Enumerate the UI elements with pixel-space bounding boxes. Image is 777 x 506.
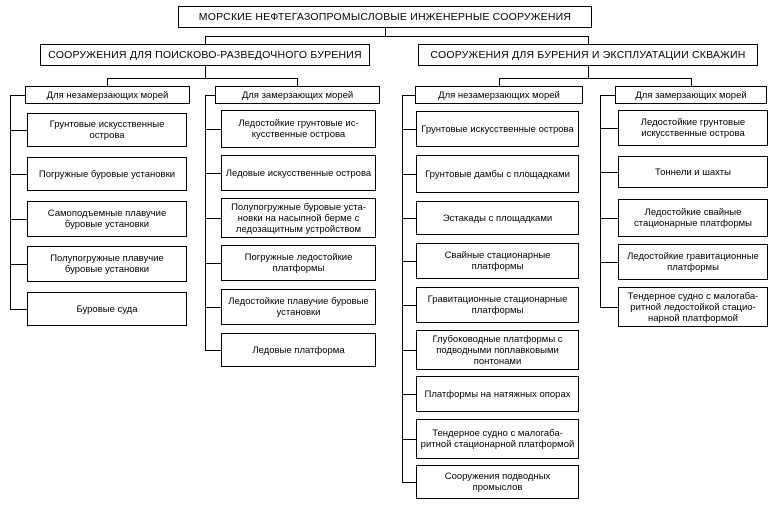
item-box: Ледостойкие гравитационные платформы bbox=[618, 244, 768, 280]
group-exploration-freezing: Для замерзающих морей bbox=[215, 86, 380, 104]
item-box: Погружные буровые установки bbox=[27, 157, 187, 191]
connector-line bbox=[205, 95, 215, 96]
connector-line bbox=[600, 128, 618, 129]
connector-line bbox=[588, 66, 589, 78]
connector-line bbox=[402, 350, 416, 351]
connector-line bbox=[600, 307, 618, 308]
connector-line bbox=[205, 263, 221, 264]
item-box: Погружные ледостойкие платформы bbox=[221, 245, 376, 281]
connector-line bbox=[10, 219, 27, 220]
branch-exploration-drilling: СООРУЖЕНИЯ ДЛЯ ПОИСКОВО-РАЗВЕДОЧНОГО БУР… bbox=[40, 44, 370, 66]
connector-line bbox=[385, 28, 386, 36]
item-box: Грунтовые искусственные острова bbox=[416, 111, 579, 147]
connector-line bbox=[10, 130, 27, 131]
item-box: Полупогружные буровые уста-новки на насы… bbox=[221, 198, 376, 238]
item-box: Ледостойкие плавучие буровые установки bbox=[221, 289, 376, 325]
connector-line bbox=[205, 218, 221, 219]
connector-line bbox=[402, 95, 403, 482]
item-box: Самоподъемные плавучие буровые установки bbox=[27, 201, 187, 237]
item-box: Тоннели и шахты bbox=[618, 156, 768, 188]
connector-line bbox=[205, 350, 221, 351]
item-box: Тендерное судно с малогаба-ритной стацио… bbox=[416, 419, 579, 459]
connector-line bbox=[107, 78, 108, 86]
item-box: Свайные стационарные платформы bbox=[416, 243, 579, 279]
connector-line bbox=[499, 78, 692, 79]
connector-line bbox=[600, 95, 601, 307]
item-box: Ледостойкие грунтовые искусственные остр… bbox=[618, 110, 768, 146]
item-box: Сооружения подводных промыслов bbox=[416, 465, 579, 499]
connector-line bbox=[600, 95, 615, 96]
connector-line bbox=[10, 95, 25, 96]
connector-line bbox=[205, 129, 221, 130]
item-box: Полупогружные плавучие буровые установки bbox=[27, 246, 187, 282]
connector-line bbox=[297, 78, 298, 86]
connector-line bbox=[205, 36, 206, 44]
group-production-freezing: Для замерзающих морей bbox=[615, 86, 767, 104]
connector-line bbox=[402, 439, 416, 440]
item-box: Буровые суда bbox=[27, 292, 187, 326]
item-box: Грунтовые дамбы с площадками bbox=[416, 155, 579, 193]
item-box: Гравитационные стационарные платформы bbox=[416, 287, 579, 323]
connector-line bbox=[402, 261, 416, 262]
group-exploration-nonfreezing: Для незамерзающих морей bbox=[25, 86, 190, 104]
connector-line bbox=[499, 78, 500, 86]
connector-line bbox=[107, 78, 298, 79]
connector-line bbox=[402, 129, 416, 130]
item-box: Ледовые платформа bbox=[221, 333, 376, 367]
group-production-nonfreezing: Для незамерзающих морей bbox=[415, 86, 583, 104]
connector-line bbox=[10, 309, 27, 310]
item-box: Тендерное судно с малогаба-ритной ледост… bbox=[618, 287, 768, 327]
item-box: Эстакады с площадками bbox=[416, 201, 579, 235]
connector-line bbox=[691, 78, 692, 86]
branch-production-drilling: СООРУЖЕНИЯ ДЛЯ БУРЕНИЯ И ЭКСПЛУАТАЦИИ СК… bbox=[418, 44, 758, 66]
chart-title: МОРСКИЕ НЕФТЕГАЗОПРОМЫСЛОВЫЕ ИНЖЕНЕРНЫЕ … bbox=[178, 6, 592, 28]
item-box: Ледовые искусственные острова bbox=[221, 155, 376, 191]
connector-line bbox=[10, 174, 27, 175]
connector-line bbox=[402, 394, 416, 395]
connector-line bbox=[600, 262, 618, 263]
connector-line bbox=[402, 95, 415, 96]
item-box: Ледостойкие грунтовые ис-кусственные ост… bbox=[221, 110, 376, 148]
connector-line bbox=[600, 172, 618, 173]
item-box: Глубоководные платформы с подводными поп… bbox=[416, 330, 579, 370]
connector-line bbox=[10, 95, 11, 309]
connector-line bbox=[402, 305, 416, 306]
connector-line bbox=[205, 36, 588, 37]
connector-line bbox=[205, 173, 221, 174]
connector-line bbox=[205, 95, 206, 350]
connector-line bbox=[600, 218, 618, 219]
connector-line bbox=[205, 66, 206, 78]
connector-line bbox=[10, 264, 27, 265]
connector-line bbox=[402, 482, 416, 483]
connector-line bbox=[588, 36, 589, 44]
connector-line bbox=[402, 174, 416, 175]
item-box: Ледостойкие свайные стационарные платфор… bbox=[618, 199, 768, 237]
connector-line bbox=[205, 307, 221, 308]
item-box: Платформы на натяжных опорах bbox=[416, 376, 579, 412]
connector-line bbox=[402, 218, 416, 219]
item-box: Грунтовые искусственные острова bbox=[27, 113, 187, 147]
